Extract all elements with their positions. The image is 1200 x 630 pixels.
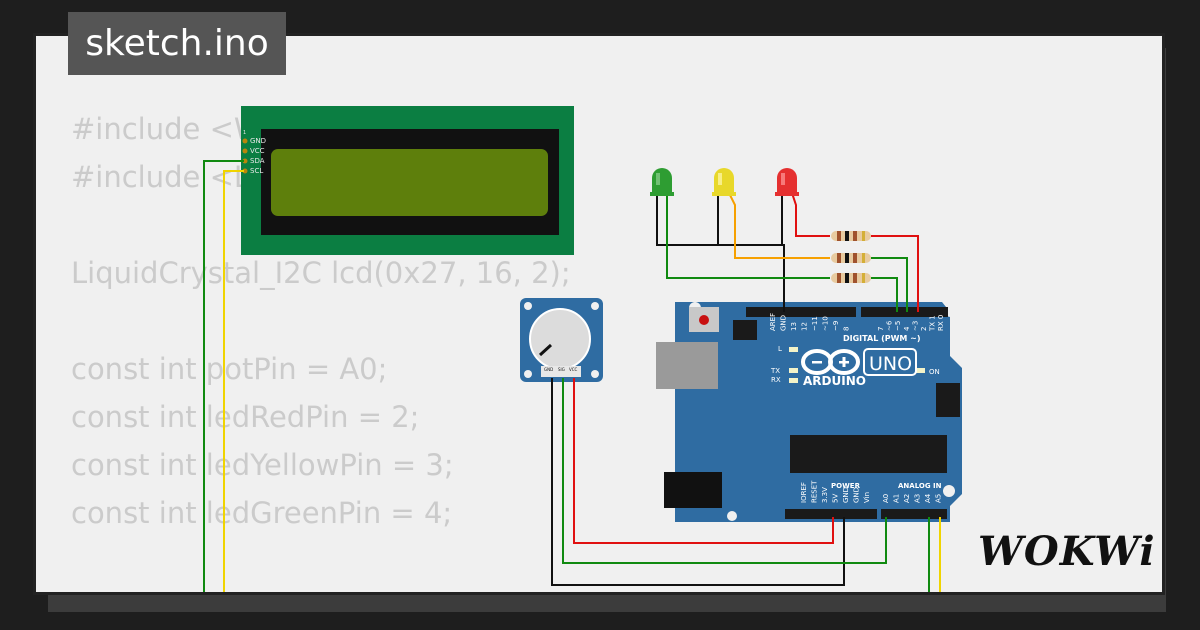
wire-scl xyxy=(223,170,244,592)
digital-pin-label: 4 xyxy=(903,326,911,331)
led-on xyxy=(916,368,925,373)
led-rx xyxy=(789,378,798,383)
code-line: const int ledYellowPin = 3; xyxy=(71,448,454,482)
analog-pin-label: A0 xyxy=(882,494,890,503)
wire-pot-sig xyxy=(562,378,887,564)
digital-pin-label: ~9 xyxy=(832,321,840,331)
power-pin-label: 3.3V xyxy=(821,487,829,503)
lcd-display[interactable]: 1 GND VCC SDA SCL xyxy=(241,106,574,255)
wokwi-logo: WOKWi xyxy=(978,528,1156,575)
led-label: L xyxy=(778,345,782,353)
brand-label: ARDUINO xyxy=(803,374,866,388)
digital-pin-label: TX 1 xyxy=(929,315,937,332)
resistor[interactable] xyxy=(831,253,871,263)
lcd-pin-sda xyxy=(242,158,248,164)
lcd-pin-gnd xyxy=(242,138,248,144)
pot-pin-label: SIG xyxy=(558,367,565,372)
digital-header-left xyxy=(746,307,856,317)
led-yellow[interactable] xyxy=(712,168,736,196)
file-title[interactable]: sketch.ino xyxy=(68,12,286,75)
led-label: TX xyxy=(770,367,780,375)
wire-sda xyxy=(203,160,244,592)
digital-pin-label: ~6 xyxy=(886,320,894,331)
analog-pin-label: A5 xyxy=(935,494,943,503)
analog-pin-label: A3 xyxy=(914,494,922,503)
lcd-pin-label: SCL xyxy=(250,167,263,175)
power-pin-label: 5V xyxy=(832,494,840,503)
digital-pin-label: GND xyxy=(780,315,788,331)
lcd-pin-vcc xyxy=(242,148,248,154)
power-pin-label: RESET xyxy=(811,480,819,503)
power-header xyxy=(785,509,877,519)
wire-led-gnd xyxy=(656,193,785,312)
usb-connector xyxy=(656,342,718,389)
digital-pin-label: 7 xyxy=(877,327,885,331)
model-label: UNO xyxy=(869,353,912,375)
digital-pin-label: ~11 xyxy=(811,316,819,331)
analog-title: ANALOG IN xyxy=(898,482,942,490)
pot-pin-label: VCC xyxy=(569,367,578,372)
digital-pin-label: 13 xyxy=(790,322,798,331)
digital-title: DIGITAL (PWM ~) xyxy=(843,334,921,343)
potentiometer[interactable]: GND SIG VCC xyxy=(520,298,603,382)
analog-header xyxy=(881,509,947,519)
led-l xyxy=(789,347,798,352)
lcd-pin-label: GND xyxy=(250,137,266,145)
icsp-header xyxy=(733,320,757,340)
mount-hole xyxy=(943,485,955,497)
resistor[interactable] xyxy=(831,273,871,283)
pot-pins xyxy=(541,366,581,377)
code-line: const int potPin = A0; xyxy=(71,352,388,386)
led-label: ON xyxy=(929,368,940,376)
power-pin-label: GND xyxy=(842,487,850,503)
lcd-pin-label: SDA xyxy=(250,157,265,165)
code-line: const int ledGreenPin = 4; xyxy=(71,496,453,530)
wire-pot-vcc xyxy=(573,378,834,544)
led-label: RX xyxy=(771,376,781,384)
analog-pin-label: A4 xyxy=(924,493,932,503)
digital-pin-label: 2 xyxy=(920,327,928,331)
wire-led-green xyxy=(666,193,830,279)
led-tx xyxy=(789,368,798,373)
digital-header-right xyxy=(861,307,948,317)
digital-pin-label: 12 xyxy=(801,322,809,331)
pot-indicator xyxy=(538,343,553,357)
led-green[interactable] xyxy=(650,168,674,196)
power-pin-label: GND xyxy=(853,487,861,503)
atmega-chip xyxy=(790,435,947,473)
power-jack xyxy=(664,472,722,508)
digital-pin-label: ~3 xyxy=(911,321,919,331)
digital-pin-label: AREF xyxy=(769,313,777,331)
resistor[interactable] xyxy=(831,231,871,241)
analog-pin-label: A2 xyxy=(903,494,911,503)
power-pin-label: Vin xyxy=(863,492,871,503)
led-red[interactable] xyxy=(775,168,799,196)
power-title: POWER xyxy=(831,482,861,490)
wire-led-red xyxy=(791,192,830,237)
lcd-screen xyxy=(271,149,548,216)
digital-pin-label: ~5 xyxy=(894,321,902,331)
arduino-uno-board[interactable]: DIGITAL (PWM ~) L TX RX ON ARDUINO UNO xyxy=(656,302,962,522)
model-box xyxy=(863,348,917,376)
power-pin-label: IOREF xyxy=(800,482,808,503)
digital-pin-label: 8 xyxy=(843,327,851,331)
icsp-header-right xyxy=(936,383,960,417)
lcd-pin-label: VCC xyxy=(250,147,265,155)
pot-knob xyxy=(529,308,591,370)
digital-pin-label: ~10 xyxy=(822,316,830,331)
arduino-logo-icon xyxy=(801,349,860,375)
lcd-pin1-label: 1 xyxy=(243,130,246,136)
code-line: const int ledRedPin = 2; xyxy=(71,400,420,434)
wire-pot-gnd xyxy=(551,378,845,586)
mount-hole xyxy=(727,511,737,521)
lcd-pin-scl xyxy=(242,168,248,174)
pot-pin-label: GND xyxy=(544,367,553,372)
digital-pin-label: RX 0 xyxy=(937,315,945,331)
analog-pin-label: A1 xyxy=(893,494,901,503)
code-line: LiquidCrystal_I2C lcd(0x27, 16, 2); xyxy=(71,256,571,290)
wire-led-yellow xyxy=(728,192,830,259)
